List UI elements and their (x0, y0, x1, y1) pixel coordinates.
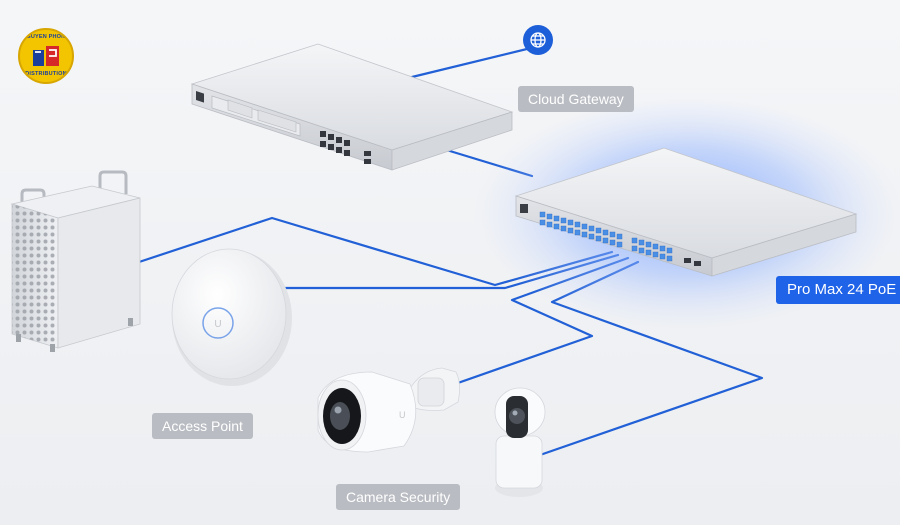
bullet-camera-device: U (317, 367, 460, 453)
server-tower (10, 170, 141, 352)
cloud-gateway-device (190, 43, 514, 171)
flex-camera-device (494, 387, 546, 497)
logo-bottom-text: DISTRIBUTION (25, 71, 67, 77)
logo-mark-icon (33, 46, 59, 66)
cloud-gateway-label: Cloud Gateway (518, 86, 634, 112)
switch-device (514, 147, 858, 277)
gateway-ports (320, 131, 371, 164)
svg-text:U: U (399, 410, 406, 420)
company-logo: NGUYEN PHONG DISTRIBUTION (18, 28, 74, 84)
access-point-device: U (171, 248, 292, 386)
switch-label: Pro Max 24 PoE (776, 276, 900, 304)
svg-text:U: U (214, 319, 221, 330)
internet-node (523, 25, 553, 55)
access-point-label: Access Point (152, 413, 253, 439)
switch-ports (539, 211, 673, 262)
link-internet-gateway (410, 46, 533, 79)
camera-security-label: Camera Security (336, 484, 461, 510)
logo-top-text: NGUYEN PHONG (22, 34, 70, 40)
globe-icon (530, 32, 546, 48)
